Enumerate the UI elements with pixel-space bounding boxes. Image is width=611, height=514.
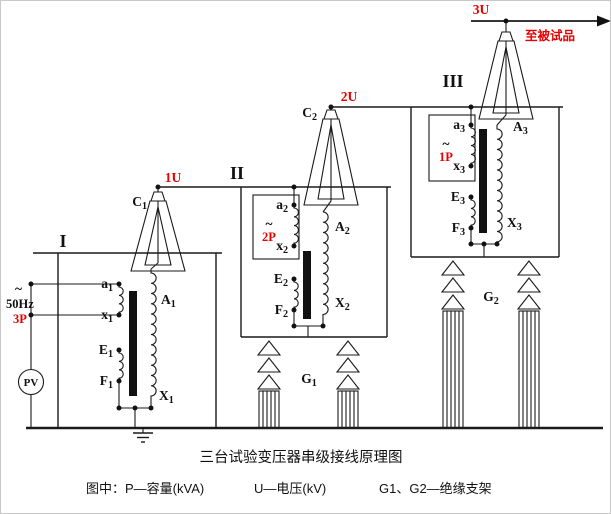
stage3-terminal-X: X3 xyxy=(507,215,522,233)
source-capacity-label: 3P xyxy=(13,312,27,326)
stage1-terminal-f: F1 xyxy=(100,373,113,391)
legend-voltage: U—电压(kV) xyxy=(254,481,326,496)
legend-capacity: 图中：P—容量(kVA) xyxy=(86,481,204,496)
stage3-terminal-a: a3 xyxy=(453,117,465,135)
stage1-connection-dots xyxy=(116,184,161,411)
stage3-transformer: III a3 ~ 1P x3 xyxy=(410,21,560,258)
stage3-meas-winding xyxy=(470,197,476,228)
stage2-hv-winding xyxy=(322,211,329,326)
stage2-voltage-label: 2U xyxy=(341,89,358,104)
stage3-connection-dots xyxy=(468,104,500,247)
frequency-label: 50Hz xyxy=(6,297,34,311)
support-g2: G2 xyxy=(440,260,542,429)
stage2-terminal-x: x2 xyxy=(276,238,288,256)
output-voltage-label: 3U xyxy=(473,2,490,17)
voltmeter xyxy=(17,368,45,396)
stage1-voltage-label: 1U xyxy=(165,170,182,185)
stage2-ac-symbol: ~ xyxy=(265,216,272,231)
ground-baseline xyxy=(26,426,603,443)
stage1-bushing-label: C1 xyxy=(132,194,147,212)
stage2-core xyxy=(303,251,311,319)
stage1-numeral: I xyxy=(59,231,66,251)
output-line: 3U 至被试品 xyxy=(471,2,610,43)
stage2-terminal-f: F2 xyxy=(275,302,288,320)
stage1-meas-winding xyxy=(118,350,124,381)
stage3-numeral: III xyxy=(442,71,463,91)
stage2-meas-winding xyxy=(293,279,299,310)
stage2-lv-winding xyxy=(293,205,299,246)
legend-supports: G1、G2—绝缘支架 xyxy=(379,481,492,496)
stage2-connection-dots xyxy=(291,104,334,329)
stage3-lv-winding xyxy=(470,125,476,166)
voltmeter-label: PV xyxy=(24,377,39,389)
stage2-transformer: II a2 ~ 2P x2 xyxy=(230,89,388,338)
stage1-terminal-A: A1 xyxy=(161,292,176,310)
stage3-terminal-e: E3 xyxy=(451,189,465,207)
diagram-caption: 三台试验变压器串级接线原理图 xyxy=(200,449,403,466)
stage1-core xyxy=(129,291,137,396)
stage1-terminal-X: X1 xyxy=(159,388,174,406)
stage2-capacity-label: 2P xyxy=(262,230,276,244)
stage3-excitation-box xyxy=(428,114,476,182)
output-destination-label: 至被试品 xyxy=(525,28,575,43)
support-g1: G1 xyxy=(256,340,361,429)
support-g1-label: G1 xyxy=(301,371,317,389)
stage2-terminal-X: X2 xyxy=(335,295,350,313)
stage3-terminal-x: x3 xyxy=(453,158,465,176)
stage3-capacity-label: 1P xyxy=(439,150,453,164)
stage3-terminal-f: F3 xyxy=(452,220,465,238)
stage2-terminal-A: A2 xyxy=(335,219,350,237)
stage1-transformer: I a1 x1 E1 F1 A1 xyxy=(33,170,222,428)
stage3-ac-symbol: ~ xyxy=(442,136,449,151)
stage3-hv-winding xyxy=(496,125,503,244)
stage2-excitation-box xyxy=(252,194,300,260)
stage1-hv-winding xyxy=(150,269,157,408)
stage2-bushing xyxy=(303,107,359,206)
stage2-terminal-a: a2 xyxy=(276,197,288,215)
stage1-terminal-e: E1 xyxy=(99,342,113,360)
stage2-numeral: II xyxy=(230,163,244,183)
stage3-terminal-A: A3 xyxy=(513,119,528,137)
stage1-lv-winding xyxy=(118,284,124,315)
stage1-terminal-a: a1 xyxy=(101,276,113,294)
support-g2-label: G2 xyxy=(483,289,499,307)
arrow-right-icon xyxy=(597,15,610,27)
stage1-terminal-x: x1 xyxy=(101,307,113,325)
stage3-bushing xyxy=(478,21,534,120)
stage1-bushing xyxy=(130,187,186,272)
stage3-core xyxy=(479,129,487,233)
ac-symbol: ~ xyxy=(15,281,22,296)
ac-source: PV ~ 50Hz 3P xyxy=(6,281,119,428)
stage2-terminal-e: E2 xyxy=(274,271,288,289)
stage2-bushing-label: C2 xyxy=(302,105,317,123)
